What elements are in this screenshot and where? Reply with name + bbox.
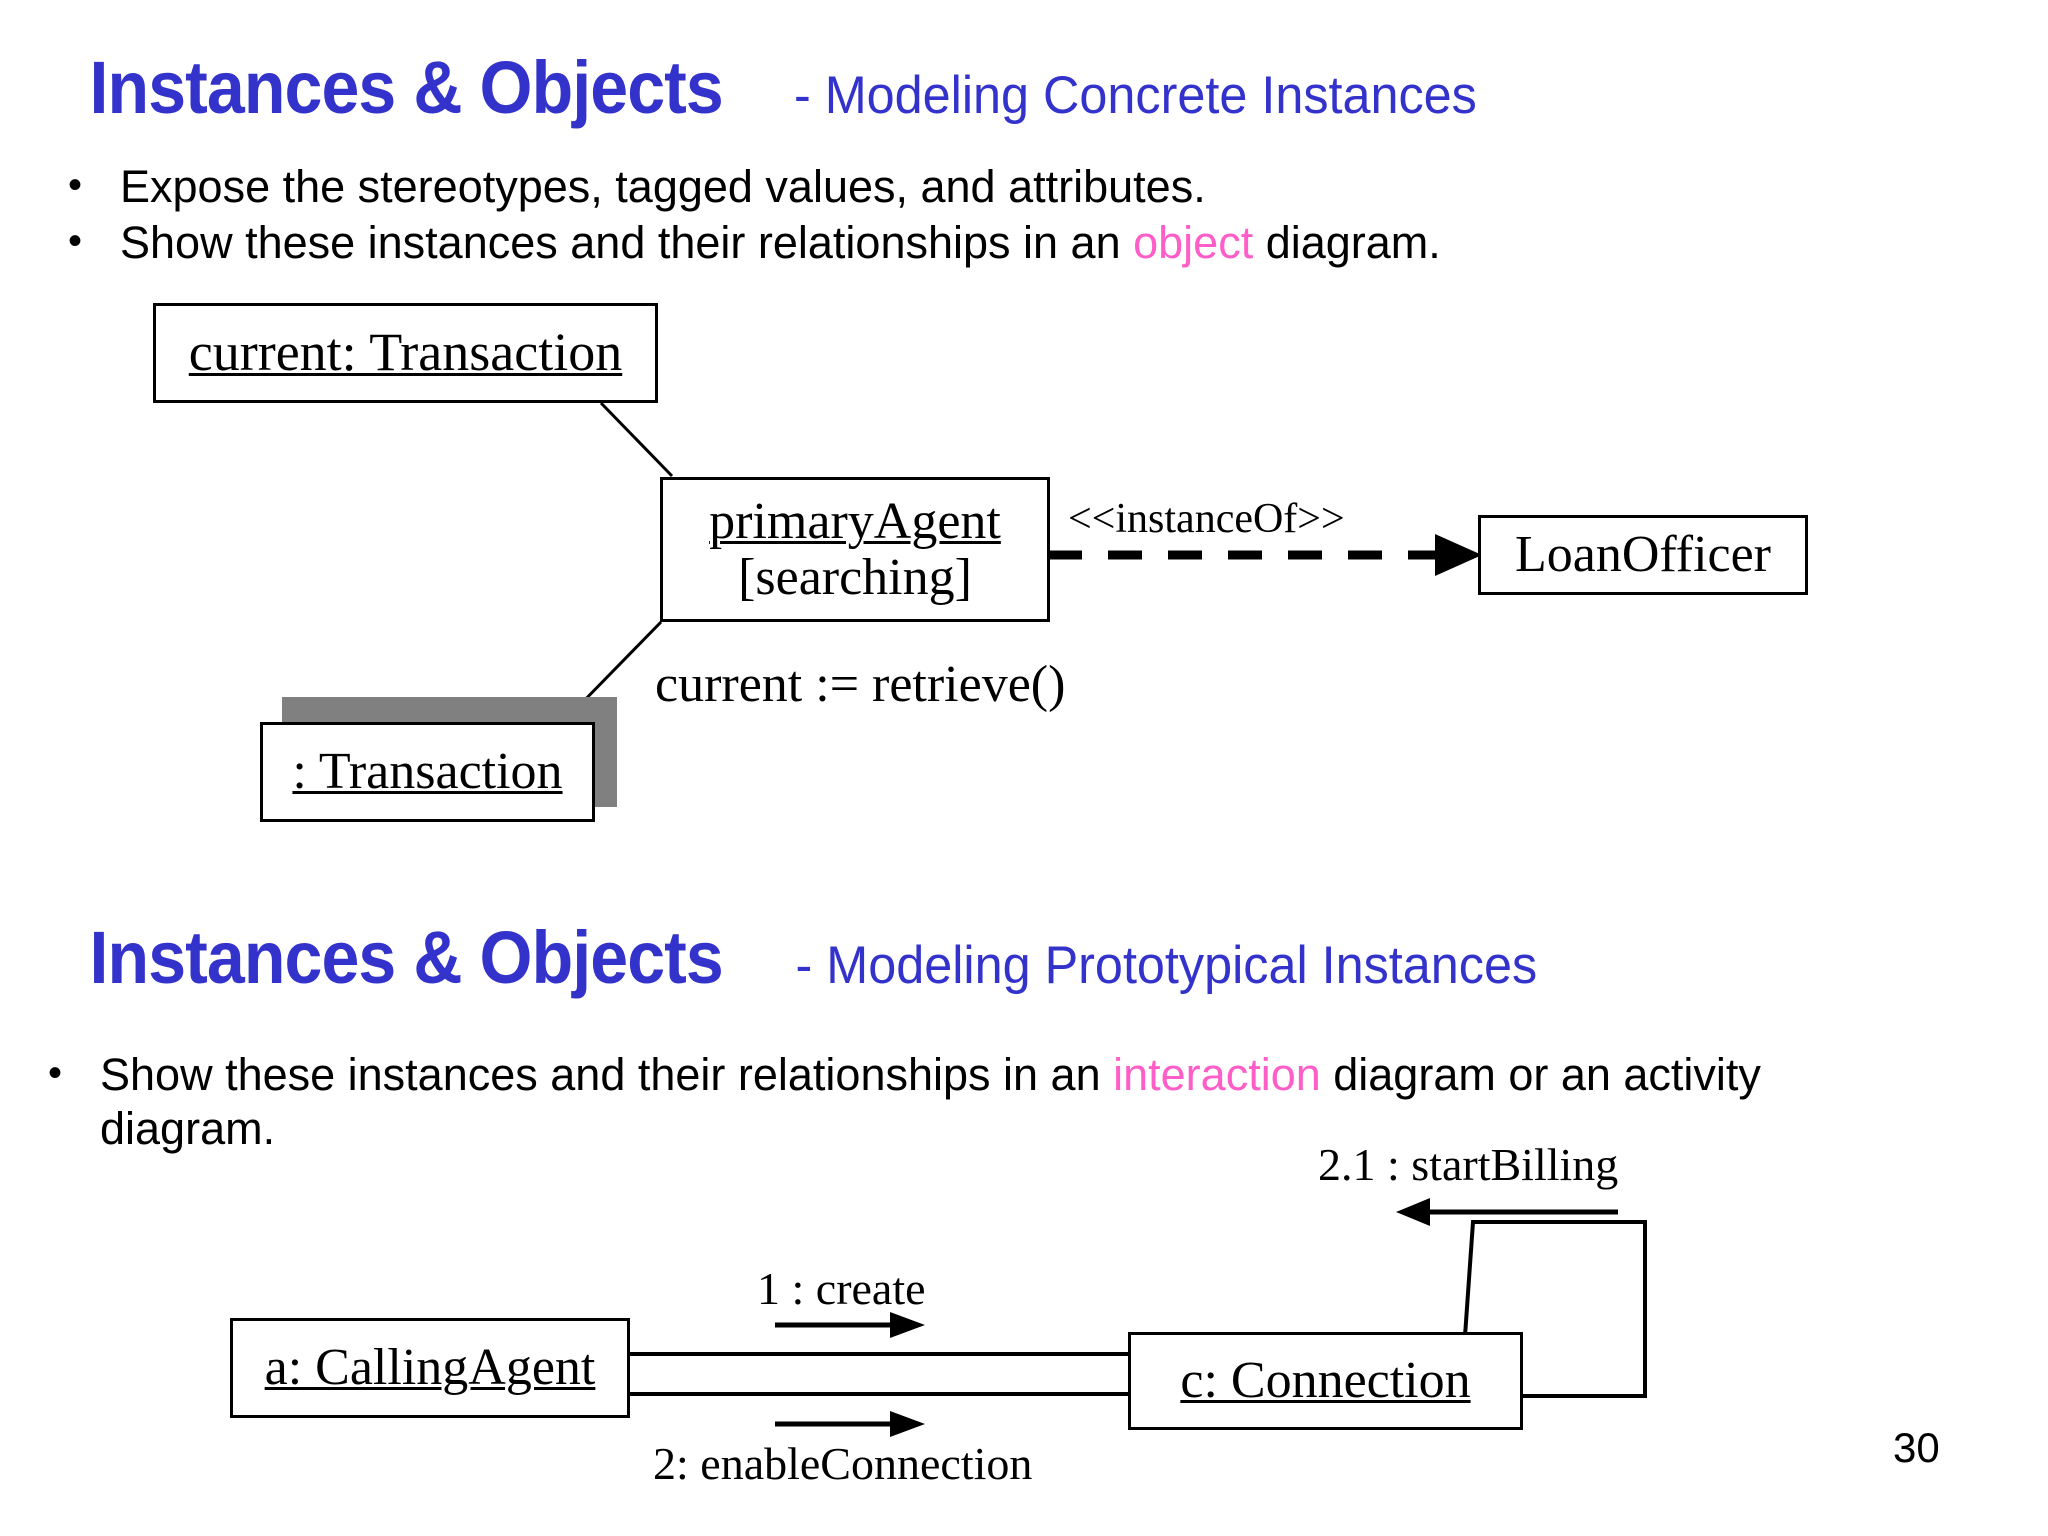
bullet-text-pre: Show these instances and their relations… xyxy=(120,217,1134,268)
class-box-loan-officer[interactable]: LoanOfficer xyxy=(1478,515,1808,595)
object-box-label: current: Transaction xyxy=(188,322,623,383)
bullet-text-pre: Expose the stereotypes, tagged values, a… xyxy=(120,161,1206,212)
bullet-marker: • xyxy=(68,219,83,263)
message-label-1-create: 1 : create xyxy=(757,1263,926,1314)
link-current-to-primaryagent xyxy=(599,401,674,478)
section2-title-sub: - Modeling Prototypical Instances xyxy=(795,936,1538,995)
section1-title: Instances & Objects - Modeling Concrete … xyxy=(62,45,1495,130)
section2-bullet-1-text: Show these instances and their relations… xyxy=(100,1048,1800,1156)
stereotype-instance-of: <<instanceOf>> xyxy=(1068,496,1345,542)
message-2-arrowhead xyxy=(890,1411,925,1437)
bullet-text-highlight: interaction xyxy=(1113,1049,1321,1100)
page-number: 30 xyxy=(1893,1424,1940,1471)
object-box-transaction[interactable]: : Transaction xyxy=(260,722,595,822)
bullet-text-post: diagram or an activity diagram. xyxy=(100,1049,1761,1154)
class-box-label: LoanOfficer xyxy=(1514,526,1771,584)
assignment-label: current := retrieve() xyxy=(655,656,1066,713)
section1-title-sub: - Modeling Concrete Instances xyxy=(794,66,1478,125)
message-21-arrowhead xyxy=(1396,1198,1430,1226)
dependency-instanceof-arrowhead xyxy=(1435,534,1482,576)
object-box-connection[interactable]: c: Connection xyxy=(1128,1332,1523,1430)
section2-title: Instances & Objects - Modeling Prototypi… xyxy=(62,915,1557,1000)
object-box-label: : Transaction xyxy=(292,743,563,801)
message-label-21-start-billing: 2.1 : startBilling xyxy=(1318,1139,1619,1190)
message-1-arrowhead xyxy=(890,1312,925,1338)
object-box-primary-agent[interactable]: primaryAgent [searching] xyxy=(660,477,1050,622)
bullet-text-post: diagram. xyxy=(1253,217,1441,268)
section2-title-main: Instances & Objects xyxy=(89,916,724,999)
object-box-label: a: CallingAgent xyxy=(264,1339,596,1397)
section1-bullet-2-text: Show these instances and their relations… xyxy=(120,216,1441,270)
message-label-2-enable-connection: 2: enableConnection xyxy=(653,1438,1033,1489)
section1-bullet-1-text: Expose the stereotypes, tagged values, a… xyxy=(120,160,1206,214)
bullet-marker: • xyxy=(68,163,83,207)
section2-bullet-1: • Show these instances and their relatio… xyxy=(48,1048,1848,1156)
section1-bullet-1: • Expose the stereotypes, tagged values,… xyxy=(68,160,1868,214)
bullet-text-highlight: object xyxy=(1133,217,1254,268)
object-box-state: [searching] xyxy=(738,548,972,606)
section1-title-main: Instances & Objects xyxy=(89,46,724,129)
object-box-calling-agent[interactable]: a: CallingAgent xyxy=(230,1318,630,1418)
bullet-text-pre: Show these instances and their relations… xyxy=(100,1049,1114,1100)
object-box-label: c: Connection xyxy=(1180,1352,1471,1410)
object-box-current-transaction[interactable]: current: Transaction xyxy=(153,303,658,403)
bullet-marker: • xyxy=(48,1051,63,1095)
object-box-label: primaryAgent xyxy=(709,493,1001,551)
section1-bullet-2: • Show these instances and their relatio… xyxy=(68,216,1868,270)
